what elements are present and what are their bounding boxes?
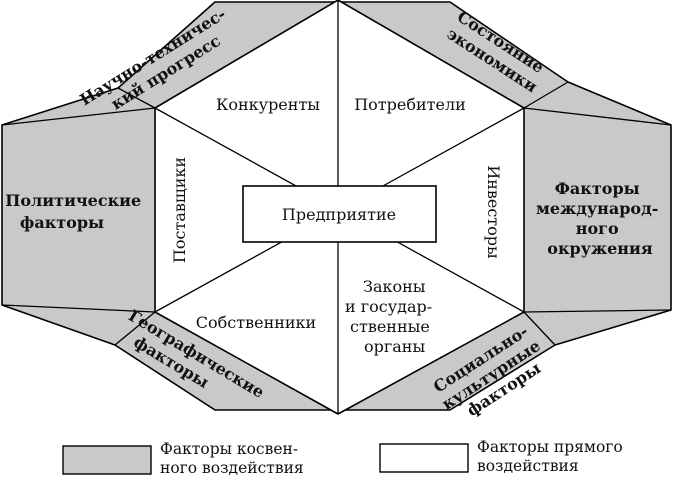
ring-divider bbox=[523, 81, 569, 109]
legend-indirect-label: Факторы косвен- ного воздействия bbox=[160, 440, 304, 477]
ring-divider bbox=[1, 107, 156, 126]
ring-divider bbox=[523, 309, 672, 313]
legend-indirect-swatch bbox=[62, 445, 152, 475]
label-investors: Инвесторы bbox=[484, 165, 503, 259]
label-competitors: Конкуренты bbox=[216, 95, 320, 114]
center-box bbox=[242, 185, 437, 243]
label-suppliers: Поставщики bbox=[170, 157, 189, 263]
label-owners: Собственники bbox=[196, 313, 316, 332]
ring-divider bbox=[117, 87, 156, 109]
label-consumers: Потребители bbox=[354, 95, 466, 114]
legend-direct-swatch bbox=[379, 443, 469, 473]
ring-divider bbox=[114, 311, 156, 346]
label-international: Факторы международ- ного окружения bbox=[536, 179, 664, 258]
ring-divider bbox=[1, 304, 156, 313]
label-political: Политические факторы bbox=[5, 191, 147, 232]
ring-divider bbox=[523, 311, 556, 346]
legend-direct-label: Факторы прямого воздействия bbox=[477, 438, 628, 475]
ring-divider bbox=[523, 107, 672, 126]
center-label: Предприятие bbox=[282, 205, 396, 224]
label-laws: Законы и государ- ственные органы bbox=[345, 277, 437, 356]
